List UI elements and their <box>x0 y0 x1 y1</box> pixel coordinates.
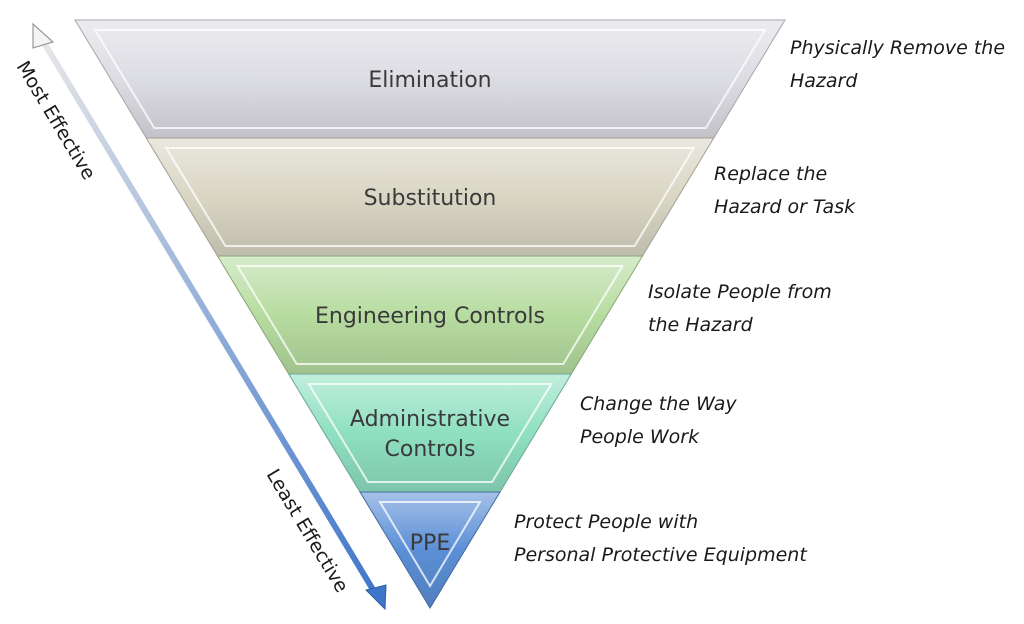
arrow-head-top-icon <box>32 22 55 49</box>
tier-label-line: Engineering Controls <box>315 304 545 329</box>
tier-description-line: the Hazard <box>648 314 753 336</box>
tier-label-line: Administrative <box>350 407 510 432</box>
arrow-head-bottom-icon <box>365 584 387 611</box>
effectiveness-arrow-shaft <box>37 34 381 600</box>
tier-shape <box>287 373 573 493</box>
tier-label: Elimination <box>368 68 491 93</box>
tier-description-line: Change the Way <box>580 393 737 415</box>
tier-label-line: Controls <box>385 437 476 462</box>
tier-description-line: People Work <box>580 426 700 448</box>
tier-label-line: Substitution <box>364 186 497 211</box>
tier-1: Elimination <box>74 19 786 139</box>
tier-description-line: Hazard <box>790 70 858 92</box>
tier-description-line: Protect People with <box>514 511 699 533</box>
tier-bevel <box>306 383 554 483</box>
tier-description-line: Hazard or Task <box>714 196 856 218</box>
tier-description-line: Isolate People from <box>648 281 832 303</box>
tier-description-line: Personal Protective Equipment <box>514 544 807 566</box>
tier-label: PPE <box>410 531 450 556</box>
tier-description-line: Physically Remove the <box>790 37 1006 59</box>
tier-2: Substitution <box>145 137 715 257</box>
tier-bevel <box>378 501 482 588</box>
tier-label: Substitution <box>364 186 497 211</box>
tier-bevel <box>93 29 767 129</box>
tier-5: PPE <box>359 491 501 609</box>
tier-label-line: Elimination <box>368 68 491 93</box>
tier-label: Engineering Controls <box>315 304 545 329</box>
tier-bevel <box>164 147 696 247</box>
tier-bevel <box>235 265 625 365</box>
tier-shape <box>359 491 501 609</box>
most-effective-label: Most Effective <box>12 57 100 183</box>
tier-description-line: Replace the <box>714 163 828 185</box>
tier-description: Isolate People from the Hazard <box>648 276 832 342</box>
tier-3: Engineering Controls <box>216 255 644 375</box>
tier-label-line: PPE <box>410 531 450 556</box>
